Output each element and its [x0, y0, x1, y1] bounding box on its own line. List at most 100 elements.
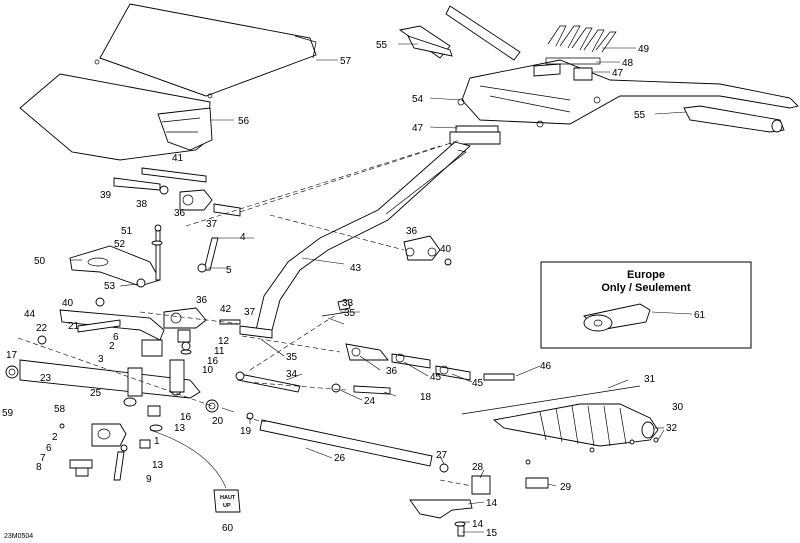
callout-54: 54: [412, 94, 424, 105]
callout-36: 36: [174, 208, 186, 219]
callout-32: 32: [666, 423, 678, 434]
callout-60: 60: [222, 523, 234, 534]
haut-up-decal: HAUT UP: [149, 429, 241, 513]
callout-13: 13: [174, 423, 186, 434]
callout-48: 48: [622, 58, 634, 69]
callout-50: 50: [34, 256, 46, 267]
inset-title-line2: Only / Seulement: [601, 282, 691, 294]
callout-14b: 14: [472, 519, 484, 530]
callout-labels: 57 56 55 55 54 47 47 48 49 41 39 38 36 3…: [2, 40, 684, 540]
handlebar: [398, 5, 799, 145]
callout-47: 47: [412, 123, 424, 134]
callout-28: 28: [472, 462, 484, 473]
callout-6: 6: [113, 332, 119, 343]
windshield: [94, 3, 317, 99]
callout-12: 12: [218, 336, 230, 347]
callout-27: 27: [436, 450, 448, 461]
callout-10: 10: [202, 365, 214, 376]
figure-code: 23M0504: [4, 533, 33, 540]
callout-24: 24: [364, 396, 376, 407]
callout-2: 2: [109, 341, 115, 352]
callout-19: 19: [240, 426, 252, 437]
callout-17: 17: [6, 350, 18, 361]
pivot-block: [163, 307, 273, 339]
callout-26: 26: [334, 453, 346, 464]
callout-18: 18: [420, 392, 432, 403]
callout-37b: 37: [244, 307, 256, 318]
upper-hardware: [113, 167, 241, 217]
callout-55b: 55: [634, 110, 646, 121]
callout-51: 51: [121, 226, 133, 237]
tie-rods: [235, 299, 515, 395]
callout-35b: 35: [286, 352, 298, 363]
callout-57: 57: [340, 56, 352, 67]
inset-title-line1: Europe: [627, 269, 665, 281]
callout-42: 42: [220, 304, 232, 315]
callout-40: 40: [440, 244, 452, 255]
lower-bracket: [409, 475, 491, 537]
callout-7: 7: [40, 453, 46, 464]
callout-45b: 45: [472, 378, 484, 389]
callout-49: 49: [638, 44, 650, 55]
callout-5: 5: [226, 265, 232, 276]
callout-43: 43: [350, 263, 362, 274]
europe-inset: Europe Only / Seulement 61: [540, 261, 752, 349]
callout-37: 37: [206, 219, 218, 230]
callout-41: 41: [172, 153, 184, 164]
callout-31: 31: [644, 374, 656, 385]
decal-line1: HAUT: [220, 495, 236, 501]
lower-shaft: [205, 399, 449, 473]
callout-16: 16: [207, 356, 219, 367]
callout-45: 45: [430, 372, 442, 383]
callout-8: 8: [36, 462, 42, 473]
callout-4: 4: [240, 232, 246, 243]
callout-56: 56: [238, 116, 250, 127]
callout-36c: 36: [196, 295, 208, 306]
callout-3: 3: [98, 354, 104, 365]
callout-46: 46: [540, 361, 552, 372]
inset-part-label: 61: [694, 310, 706, 321]
decal-line2: UP: [223, 503, 231, 509]
lower-lever: [5, 329, 201, 399]
callout-47b: 47: [612, 68, 624, 79]
callout-13b: 13: [152, 460, 164, 471]
callout-15: 15: [486, 528, 498, 539]
callout-34: 34: [286, 369, 298, 380]
callout-39: 39: [100, 190, 112, 201]
callout-20: 20: [212, 416, 224, 427]
callout-40b: 40: [62, 298, 74, 309]
callout-6b: 6: [46, 443, 52, 454]
assembly-guides: [17, 139, 473, 487]
callout-1: 1: [154, 436, 160, 447]
callout-30: 30: [672, 402, 684, 413]
callout-59: 59: [2, 408, 14, 419]
column-support: [69, 224, 219, 288]
callout-14: 14: [486, 498, 498, 509]
leader-lines: [70, 43, 687, 533]
steering-boot: [461, 385, 659, 489]
callout-36d: 36: [386, 366, 398, 377]
steering-arm: [37, 297, 165, 345]
callout-53: 53: [104, 281, 116, 292]
lower-left-hardware: [59, 397, 163, 481]
callout-33: 33: [342, 298, 354, 309]
callout-44: 44: [24, 309, 36, 320]
callout-25: 25: [90, 388, 102, 399]
deflector-panel: [19, 73, 213, 161]
callout-55: 55: [376, 40, 388, 51]
callout-22: 22: [36, 323, 48, 334]
callout-38: 38: [136, 199, 148, 210]
callout-2b: 2: [52, 432, 58, 443]
callout-29: 29: [560, 482, 572, 493]
callout-58: 58: [54, 404, 66, 415]
callout-36b: 36: [406, 226, 418, 237]
column-clamp: [403, 235, 452, 266]
callout-23: 23: [40, 373, 52, 384]
callout-35: 35: [344, 308, 356, 319]
callout-9: 9: [146, 474, 152, 485]
callout-21: 21: [68, 321, 80, 332]
callout-52: 52: [114, 239, 126, 250]
callout-11: 11: [214, 346, 225, 357]
